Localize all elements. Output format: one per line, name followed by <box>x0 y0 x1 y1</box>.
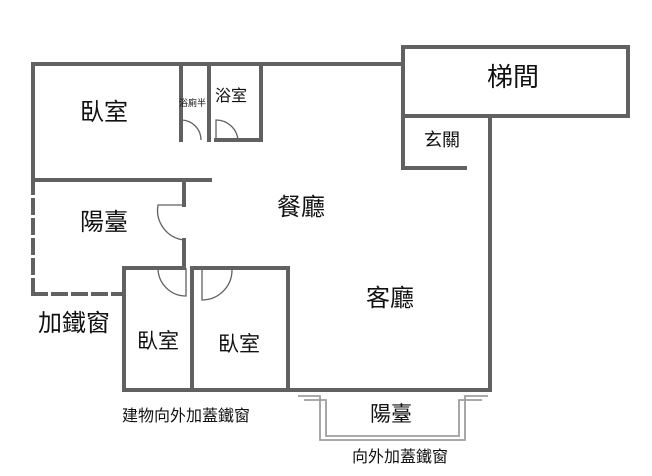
doors <box>156 119 239 301</box>
room-label-foyer: 玄關 <box>424 130 460 151</box>
annotation-outward-iron-window: 向外加蓋鐵窗 <box>352 447 449 466</box>
door-swing <box>215 119 239 141</box>
door-swing <box>157 267 187 297</box>
annotation-building-iron-window: 建物向外加蓋鐵窗 <box>122 406 251 425</box>
balcony-rail-inner <box>304 399 482 437</box>
room-label-bathroom: 浴室 <box>215 86 248 105</box>
door-swing <box>180 119 202 141</box>
front-balcony-outline <box>298 395 488 441</box>
room-label-bedroom-small-b: 臥室 <box>218 332 260 356</box>
room-label-bedroom-small-a: 臥室 <box>137 329 179 353</box>
outer-walls <box>31 45 630 392</box>
annotation-iron-window: 加鐵窗 <box>38 309 110 337</box>
room-label-dining: 餐廳 <box>277 193 325 221</box>
room-label-balcony-front: 陽臺 <box>370 402 412 426</box>
room-label-living: 客廳 <box>366 284 414 312</box>
room-label-bedroom-main: 臥室 <box>80 98 128 126</box>
door-swing <box>156 204 185 241</box>
room-label-half-bath: 浴廁半 <box>179 99 207 109</box>
room-label-stairwell: 梯間 <box>487 63 540 93</box>
balcony-rail-outer <box>298 395 488 441</box>
door-swing <box>201 268 233 301</box>
room-label-balcony-left: 陽臺 <box>80 208 128 236</box>
